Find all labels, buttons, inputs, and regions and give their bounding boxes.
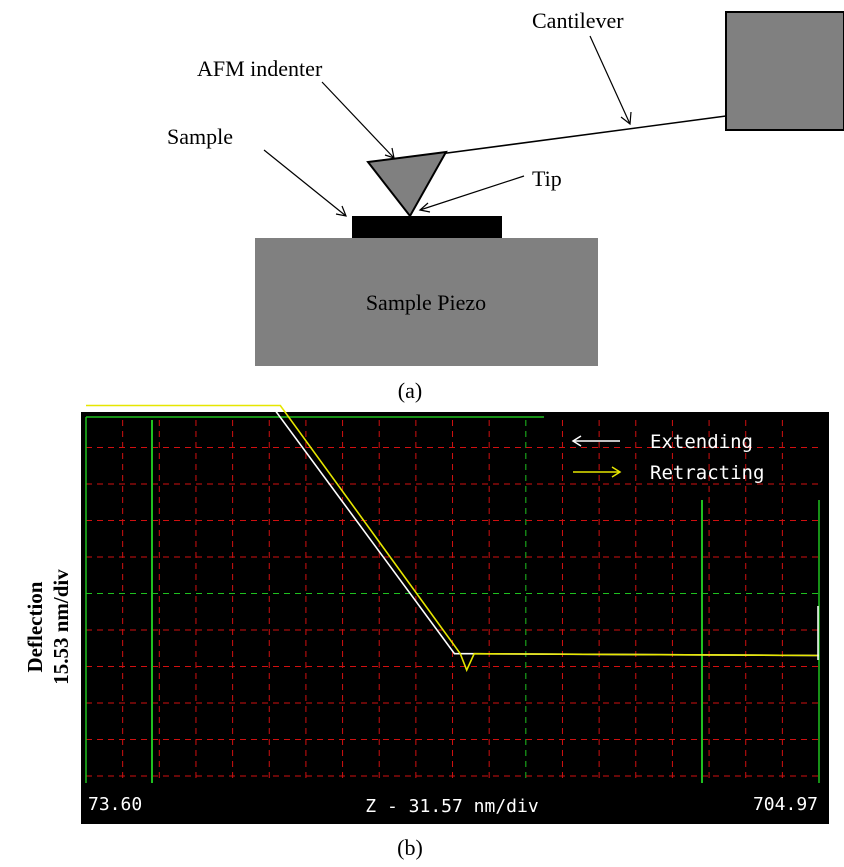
afm-indenter-pointer-head [384, 147, 395, 159]
legend-retracting-label: Retracting [650, 462, 764, 484]
tip-label: Tip [532, 166, 562, 191]
panel-b-chart: Extending Retracting 73.60 Z - 31.57 nm/… [23, 404, 829, 860]
sample-pointer [263, 149, 347, 217]
series-layer [86, 404, 820, 673]
x-axis-label: Z - 31.57 nm/div [365, 796, 538, 817]
afm-indenter [366, 150, 448, 218]
legend-retracting-arrowhead [611, 466, 622, 478]
series-line-retracting [86, 404, 820, 673]
panel-a-schematic: Sample Piezo Cantilever AFM indenter Sam… [167, 8, 844, 403]
x-max-tick-label: 704.97 [753, 794, 818, 815]
cantilever-pointer-head [620, 111, 632, 126]
legend-extending-arrowhead [571, 435, 582, 447]
cantilever-base [725, 11, 844, 131]
legend-extending-label: Extending [650, 431, 753, 453]
tip-pointer-head [418, 202, 431, 213]
panel-b-caption: (b) [397, 835, 423, 860]
afm-indenter-pointer [321, 81, 395, 159]
y-axis-label-line1: Deflection [23, 581, 47, 672]
grid-layer [85, 416, 820, 783]
sample-label: Sample [167, 124, 233, 149]
cantilever-label: Cantilever [532, 8, 624, 33]
plot-background [81, 412, 829, 824]
cantilever-pointer [589, 35, 631, 125]
afm-indenter-label: AFM indenter [197, 56, 323, 81]
y-axis-label-line2: 15.53 nm/div [49, 569, 73, 685]
sample-piezo-block [255, 238, 598, 366]
sample-pointer-head [335, 205, 347, 217]
x-min-tick-label: 73.60 [88, 794, 142, 815]
panel-a-caption: (a) [398, 378, 422, 403]
sample-piezo-label: Sample Piezo [366, 290, 486, 315]
legend: Extending Retracting [571, 431, 764, 484]
sample-layer [352, 216, 502, 238]
tip-pointer [419, 175, 525, 211]
